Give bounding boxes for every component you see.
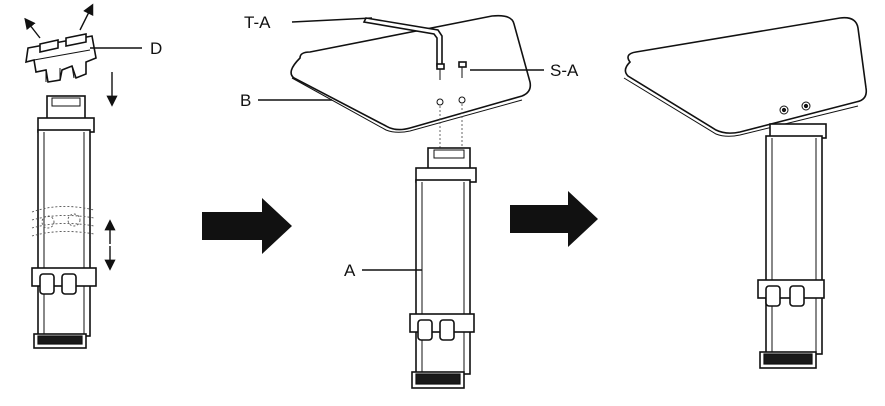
tabletop-assembled (623, 16, 868, 137)
arrow-right-icon (510, 191, 598, 247)
label-b: B (240, 91, 251, 110)
label-sa: S-A (550, 61, 579, 80)
arrow-right-icon (202, 198, 292, 254)
step-1-panel: D (24, 3, 162, 349)
step-2-panel: T-A S-A B A (240, 13, 579, 389)
column-step-3 (757, 123, 827, 369)
arrow-up-right-icon (79, 3, 94, 31)
label-a: A (344, 261, 356, 280)
column-step-1 (31, 95, 97, 349)
column-step-2 (409, 147, 477, 389)
arrow-up-left-icon (24, 17, 41, 39)
step-3-panel (623, 16, 868, 369)
label-ta: T-A (244, 13, 271, 32)
label-d: D (150, 39, 162, 58)
clip-part-d (25, 33, 97, 83)
screws-part-sa (436, 61, 467, 80)
leader-line-ta (291, 17, 373, 23)
tabletop-part-b (290, 14, 532, 150)
